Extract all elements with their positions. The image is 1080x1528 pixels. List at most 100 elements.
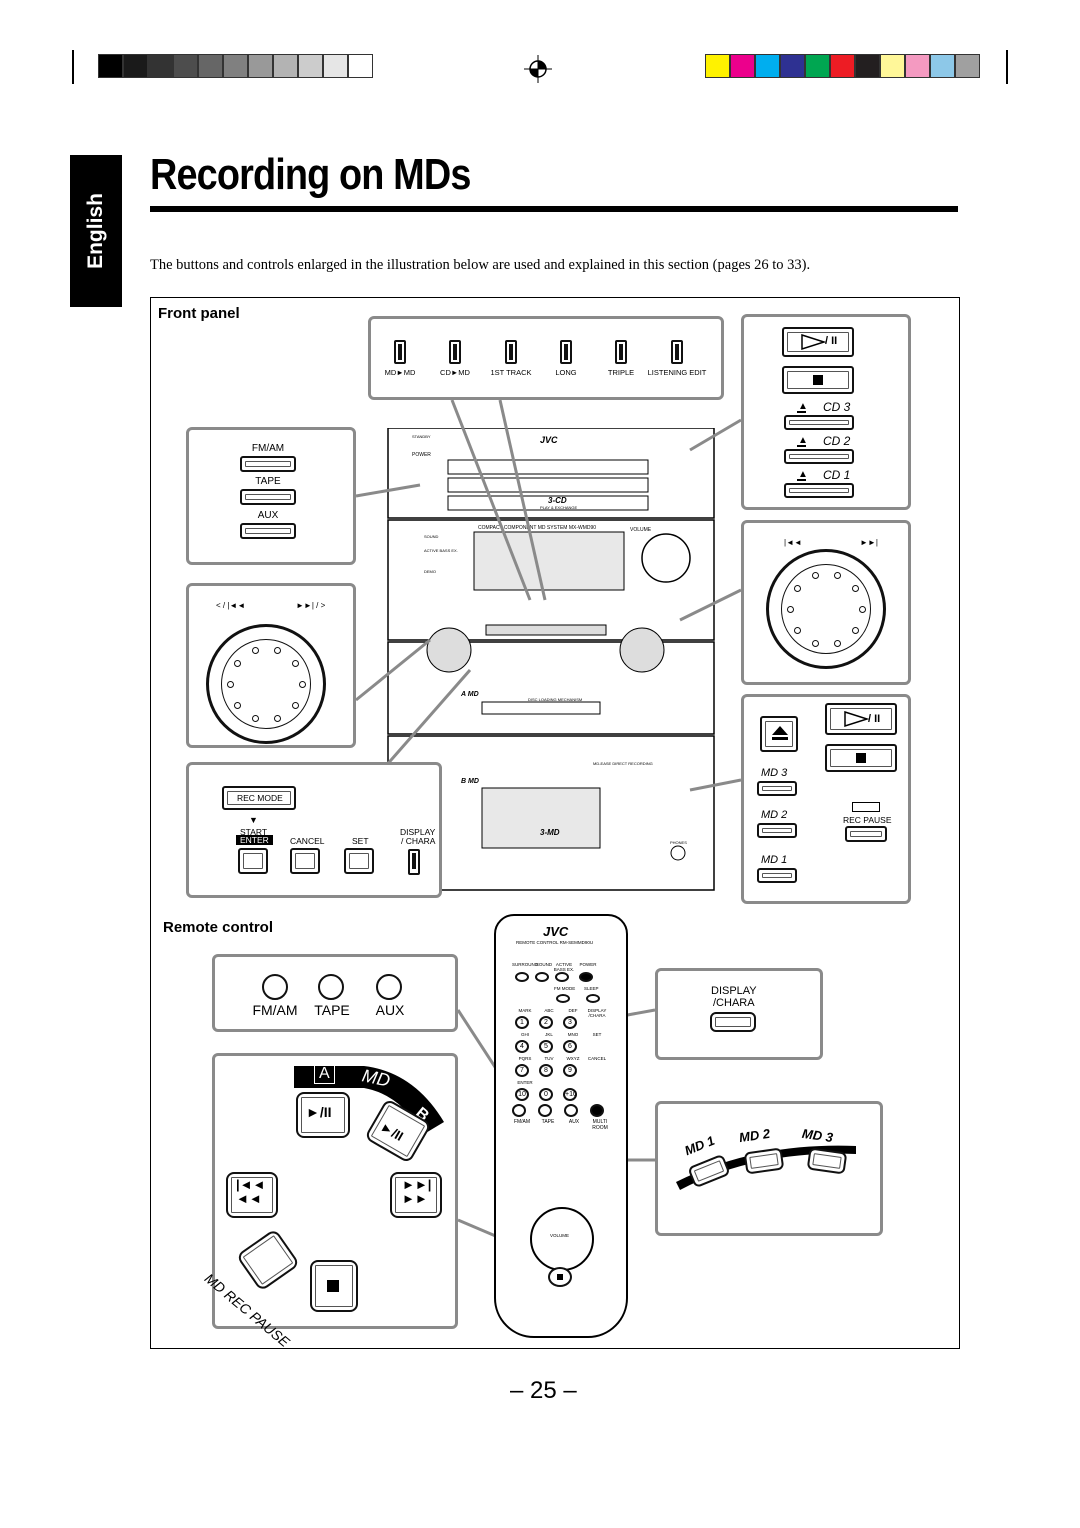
dial-dot — [299, 681, 306, 688]
cancel-button[interactable] — [290, 848, 320, 874]
remote-key-label: SET — [592, 1032, 602, 1037]
cd-play-pause-button[interactable] — [782, 327, 854, 357]
top-switch-2[interactable] — [449, 340, 461, 364]
remote-volume-label: VOLUME — [550, 1233, 570, 1238]
remote-source-button[interactable] — [512, 1104, 526, 1117]
remote-row1-label: SOUND — [535, 962, 553, 967]
cd-tray-button-3[interactable] — [784, 415, 854, 430]
fm-am-source-button[interactable] — [240, 456, 296, 472]
source-label: FM/AM — [251, 443, 285, 454]
top-switch-label: LISTENING EDIT — [647, 368, 707, 377]
remote-key-5[interactable]: 5 — [539, 1040, 553, 1053]
unit-b-md-label: B MD — [461, 778, 479, 785]
remote-row1-button[interactable] — [535, 972, 549, 982]
remote-row2-button[interactable] — [556, 994, 570, 1003]
remote-key-+10[interactable]: +10 — [563, 1088, 577, 1101]
remote-nav-pad[interactable] — [530, 1207, 594, 1271]
rec-mode-button[interactable] — [222, 786, 296, 810]
md-play-pause-button[interactable] — [825, 703, 897, 735]
dial-dot — [793, 584, 801, 592]
aux-button[interactable] — [376, 974, 402, 1000]
dial-dot — [811, 571, 819, 579]
remote-key-7[interactable]: 7 — [515, 1064, 529, 1077]
dial-dot — [787, 606, 794, 613]
remote-row2-button[interactable] — [586, 994, 600, 1003]
front-panel-heading: Front panel — [158, 305, 240, 322]
prev-button[interactable] — [226, 1172, 278, 1218]
top-switch-1[interactable] — [394, 340, 406, 364]
remote-source-label: FM/AM — [513, 1119, 531, 1125]
remote-key-label: CANCEL — [587, 1056, 607, 1061]
remote-key-label: WXYZ — [566, 1056, 580, 1061]
md-a-play-pause-button[interactable] — [296, 1092, 350, 1138]
down-arrow-icon: ▼ — [249, 815, 258, 825]
remote-source-button[interactable] — [590, 1104, 604, 1117]
top-switch-4[interactable] — [560, 340, 572, 364]
md-slot-button-2[interactable] — [757, 823, 797, 838]
md-slot-button-1[interactable] — [757, 868, 797, 883]
unit-active-bass-label: ACTIVE BASS EX. — [424, 548, 458, 553]
next-button[interactable] — [390, 1172, 442, 1218]
remote-key-2[interactable]: 2 — [539, 1016, 553, 1029]
remote-key-8[interactable]: 8 — [539, 1064, 553, 1077]
fm-am-button[interactable] — [262, 974, 288, 1000]
dial-dot — [292, 659, 300, 667]
top-switch-label: MD►MD — [384, 368, 416, 377]
prev-icon: |◄◄◄◄ — [236, 1177, 266, 1206]
remote-key-3[interactable]: 3 — [563, 1016, 577, 1029]
eject-icon: ▲ — [798, 401, 808, 412]
remote-key-label: ABC — [544, 1008, 554, 1013]
gray-swatch — [248, 54, 273, 78]
remote-key-6[interactable]: 6 — [563, 1040, 577, 1053]
top-switch-5[interactable] — [615, 340, 627, 364]
color-swatch — [955, 54, 980, 78]
remote-row1-button[interactable] — [515, 972, 529, 982]
tape-button[interactable] — [318, 974, 344, 1000]
gray-swatch — [148, 54, 173, 78]
top-switch-6[interactable] — [671, 340, 683, 364]
remote-row1-button[interactable] — [555, 972, 569, 982]
skip-left-label: < / |◄◄ — [216, 601, 246, 610]
dial-dot — [233, 702, 241, 710]
remote-row1-label: SURROUND — [512, 962, 539, 967]
md-slot-label: MD 1 — [761, 854, 788, 866]
dial-dot — [793, 627, 801, 635]
top-switch-label: CD►MD — [440, 368, 470, 377]
remote-key-label: PQRS — [518, 1056, 532, 1061]
language-tab: English — [70, 155, 122, 307]
remote-key-label: MNO — [567, 1032, 579, 1037]
unit-demo-label: DEMO — [424, 569, 436, 574]
dial-dot — [859, 606, 866, 613]
unit-md-mechanism-label: DISC LOADING MECHANISM — [528, 697, 583, 702]
tape-source-button[interactable] — [240, 489, 296, 505]
top-switch-label: TRIPLE — [607, 368, 635, 377]
eject-icon: ▲ — [798, 469, 808, 480]
cd-stop-button[interactable] — [782, 366, 854, 394]
remote-source-button[interactable] — [564, 1104, 578, 1117]
remote-display-chara-button[interactable] — [710, 1012, 756, 1032]
rec-pause-button[interactable] — [845, 826, 887, 842]
remote-source-button[interactable] — [538, 1104, 552, 1117]
set-button[interactable] — [344, 848, 374, 874]
remote-key-label: TUV — [544, 1056, 554, 1061]
md-slot-button-3[interactable] — [757, 781, 797, 796]
remote-key-1[interactable]: 1 — [515, 1016, 529, 1029]
remote-key-0[interactable]: 0 — [539, 1088, 553, 1101]
unit-3cd-label: 3-CD — [548, 496, 567, 505]
cd-tray-button-1[interactable] — [784, 483, 854, 498]
top-switch-3[interactable] — [505, 340, 517, 364]
remote-key-9[interactable]: 9 — [563, 1064, 577, 1077]
remote-key-10[interactable]: 10 — [515, 1088, 529, 1101]
remote-row1-button[interactable] — [579, 972, 593, 982]
display-chara-switch[interactable] — [408, 849, 420, 875]
cd-tray-button-2[interactable] — [784, 449, 854, 464]
dial-dot — [292, 702, 300, 710]
cd-tray-label: CD 3 — [823, 400, 851, 414]
remote-key-4[interactable]: 4 — [515, 1040, 529, 1053]
enter-button[interactable] — [238, 848, 268, 874]
multi-control-dial-left[interactable] — [206, 624, 326, 744]
aux-source-button[interactable] — [240, 523, 296, 539]
unit-sound-label: SOUND — [424, 534, 439, 539]
multi-control-dial-right[interactable] — [766, 549, 886, 669]
remote-row2-label: SLEEP — [584, 986, 599, 991]
